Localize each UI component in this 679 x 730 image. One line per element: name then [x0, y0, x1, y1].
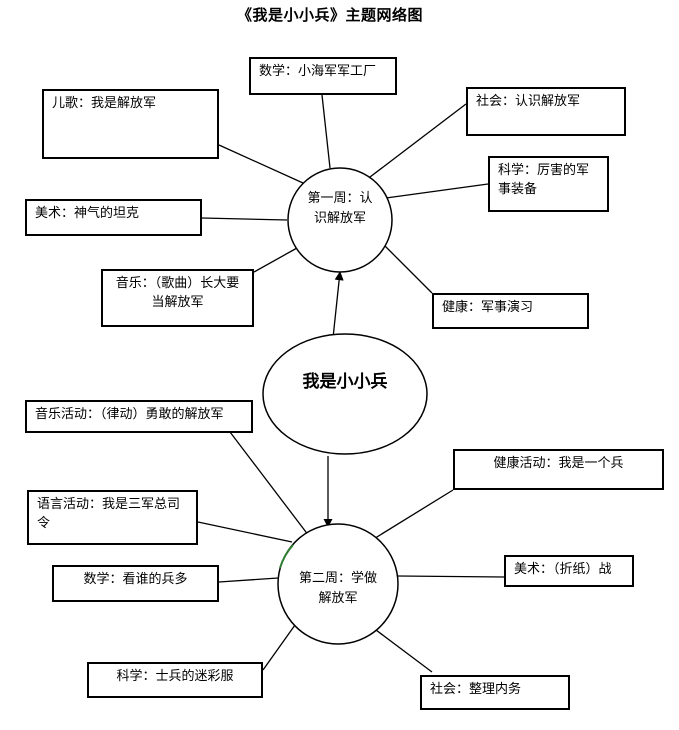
- connector-line: [253, 247, 298, 273]
- week2-label: 第二周：学做解放军: [298, 571, 377, 606]
- week1-song-box: 儿歌：我是解放军: [42, 89, 219, 159]
- week2-art-box: 美术：（折纸）战: [504, 555, 634, 587]
- connector-line: [397, 575, 505, 578]
- connector-line: [371, 489, 454, 541]
- center-label: 我是小小兵: [302, 372, 388, 392]
- connector-line: [201, 217, 288, 221]
- week1-music-box: 音乐：（歌曲）长大要当解放军: [101, 269, 254, 327]
- connector-line: [218, 144, 304, 184]
- bubble-accent: [279, 544, 294, 569]
- connector-line: [371, 626, 433, 673]
- arrow-to-week1: [332, 271, 344, 339]
- connector-line: [229, 431, 313, 541]
- connector-line: [369, 103, 467, 178]
- connector-line: [382, 243, 433, 294]
- diagram-title: 《我是小小兵》主题网络图: [236, 6, 423, 24]
- connector-line: [218, 577, 279, 583]
- week1-bubble: [287, 167, 393, 273]
- connector-line: [321, 94, 331, 169]
- week1-science-box: 科学：厉害的军事装备: [488, 156, 609, 212]
- connector-line: [197, 521, 293, 543]
- week2-language-box: 语言活动：我是三军总司令: [27, 490, 198, 545]
- week1-math-box: 数学：小海军军工厂: [249, 57, 397, 95]
- center-bubble: [262, 333, 428, 455]
- week1-society-box: 社会：认识解放军: [466, 87, 626, 136]
- week1-label: 第一周：认识解放军: [307, 191, 373, 226]
- week2-music-box: 音乐活动：（律动）勇敢的解放军: [25, 400, 253, 433]
- week2-society-box: 社会：整理内务: [420, 675, 570, 710]
- week1-art-box: 美术：神气的坦克: [25, 199, 202, 236]
- week2-health-box: 健康活动：我是一个兵: [453, 449, 664, 490]
- connector-line: [262, 617, 301, 671]
- week1-health-box: 健康：军事演习: [432, 293, 589, 329]
- week2-science-box: 科学：士兵的迷彩服: [87, 662, 263, 698]
- week2-bubble: [277, 523, 399, 645]
- connector-line: [385, 183, 489, 199]
- week2-math-box: 数学：看谁的兵多: [52, 565, 219, 602]
